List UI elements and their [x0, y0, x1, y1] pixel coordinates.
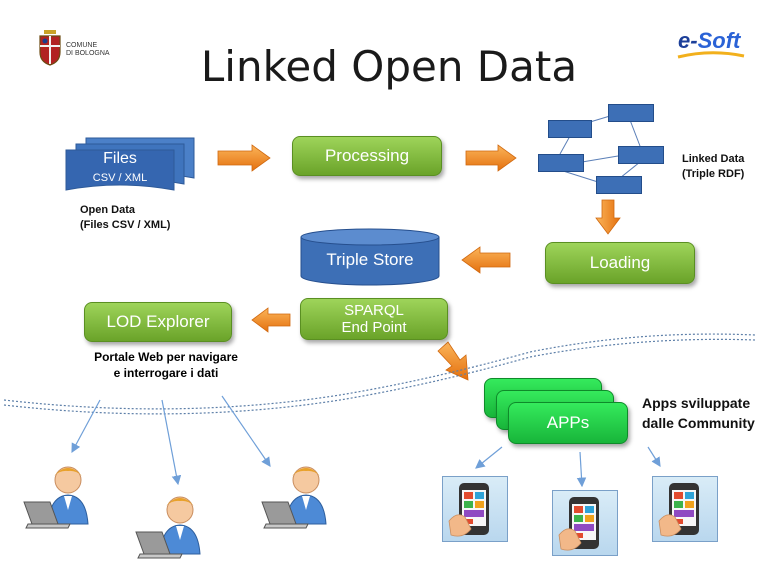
triple-store-label: Triple Store	[326, 250, 414, 269]
brand-dash: -	[690, 28, 698, 53]
sparql-endpoint-box: SPARQL End Point	[300, 298, 448, 340]
graph-node	[538, 154, 584, 172]
swoosh-icon	[677, 51, 745, 59]
graph-node	[548, 120, 592, 138]
arrow-sparql-to-explorer	[251, 307, 291, 333]
user-laptop-icon	[258, 462, 338, 532]
portal-note: Portale Web per navigare e interrogare i…	[94, 350, 238, 380]
smartphone-app-icon	[552, 490, 618, 556]
processing-box: Processing	[292, 136, 442, 176]
apps-box-front: APPs	[508, 402, 628, 444]
loading-box: Loading	[545, 242, 695, 284]
graph-node	[618, 146, 664, 164]
files-stack: Files CSV / XML	[64, 136, 204, 196]
coat-of-arms-icon	[39, 30, 61, 66]
files-sub: CSV / XML	[92, 172, 148, 184]
processing-label: Processing	[324, 146, 410, 165]
graph-node	[608, 104, 654, 122]
arrow-files-to-processing	[217, 144, 271, 172]
triple-store: Triple Store	[300, 228, 440, 286]
user-laptop-icon	[132, 492, 212, 562]
graph-node	[596, 176, 642, 194]
esoft-logo: e-Soft	[677, 28, 745, 59]
logo-line1: COMUNE	[66, 42, 98, 49]
lod-explorer-label: LOD Explorer	[106, 312, 210, 331]
linked-data-note: Linked Data (Triple RDF)	[682, 153, 745, 180]
apps-community-note: Apps sviluppate dalle Community	[642, 395, 755, 431]
arrow-processing-to-linked	[465, 144, 517, 172]
loading-label: Loading	[589, 253, 651, 272]
brand-name: Soft	[697, 28, 741, 53]
user-laptop-icon	[20, 462, 100, 532]
sparql-line2: End Point	[341, 319, 407, 336]
files-label: Files	[103, 150, 137, 167]
arrow-linked-to-loading	[595, 199, 621, 235]
sparql-line1: SPARQL	[344, 302, 404, 319]
open-data-note: Open Data (Files CSV / XML)	[80, 204, 171, 231]
documents-icon	[65, 137, 195, 191]
lod-explorer-box: LOD Explorer	[84, 302, 232, 342]
database-icon	[300, 228, 440, 286]
page-title: Linked Open Data	[200, 42, 578, 91]
apps-label: APPs	[546, 413, 590, 432]
smartphone-app-icon	[442, 476, 508, 542]
dashed-separator	[3, 333, 756, 410]
logo-line2: DI BOLOGNA	[66, 50, 110, 57]
smartphone-app-icon	[652, 476, 718, 542]
comune-logo: COMUNE DI BOLOGNA	[38, 28, 118, 68]
arrow-loading-to-store	[461, 246, 511, 274]
brand-e: e	[678, 28, 691, 53]
